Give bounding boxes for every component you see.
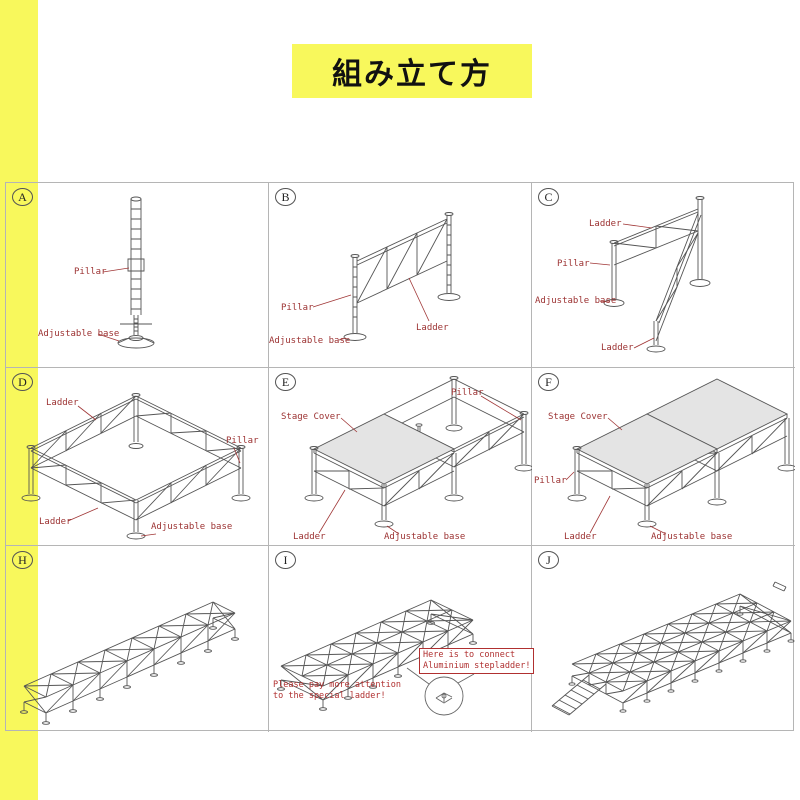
note-line: to the special ladder! [273, 691, 386, 701]
left-accent-stripe [0, 0, 38, 800]
note-connect-stepladder: Here is to connect Aluminium stepladder! [419, 648, 535, 674]
part-label-ladder: Ladder [589, 219, 622, 229]
part-label-adjustable-base: Adjustable base [384, 532, 466, 542]
panel-a: A Pillar Adjustable base [6, 183, 269, 368]
part-label-pillar: Pillar [226, 436, 259, 446]
panel-letter-badge: A [12, 188, 33, 206]
diagram-full-stage-with-stairs [551, 546, 795, 716]
diagram-square-frame [21, 393, 251, 540]
note-line: Please pay more attention [273, 680, 401, 690]
part-label-pillar: Pillar [74, 267, 107, 277]
part-label-adjustable-base: Adjustable base [38, 329, 120, 339]
note-special-ladder: Please pay more attention to the special… [273, 680, 401, 702]
part-label-ladder: Ladder [564, 532, 597, 542]
part-label-adjustable-base: Adjustable base [535, 296, 617, 306]
part-label-ladder: Ladder [46, 398, 79, 408]
panel-letter-badge: F [538, 373, 559, 391]
part-label-adjustable-base: Adjustable base [151, 522, 233, 532]
panel-c: C [532, 183, 795, 368]
panel-letter-badge: E [275, 373, 296, 391]
panel-letter-badge: B [275, 188, 296, 206]
panel-b: B Pillar Adjustable [269, 183, 532, 368]
panel-e: E [269, 368, 532, 546]
panel-letter-badge: I [275, 551, 296, 569]
diagram-two-pillars-ladder [312, 212, 461, 341]
part-label-ladder: Ladder [293, 532, 326, 542]
part-label-pillar: Pillar [534, 476, 567, 486]
diagram-corner-two-ladders [589, 196, 711, 353]
panel-j: J [532, 546, 795, 732]
note-line: Aluminium stepladder! [423, 661, 531, 671]
part-label-stage-cover: Stage Cover [548, 412, 608, 422]
part-label-stage-cover: Stage Cover [281, 412, 341, 422]
diagram-pillar-with-base [97, 196, 155, 349]
part-label-ladder: Ladder [416, 323, 449, 333]
diagram-wide-platform-with-callout [269, 546, 532, 716]
diagram-frame-with-two-covers [565, 378, 795, 535]
part-label-adjustable-base: Adjustable base [651, 532, 733, 542]
part-label-adjustable-base: Adjustable base [269, 336, 351, 346]
diagram-frame-with-one-cover [304, 376, 532, 535]
panel-letter-badge: C [538, 188, 559, 206]
part-label-ladder: Ladder [39, 517, 72, 527]
diagram-long-row-of-modules [6, 546, 269, 725]
panel-f: F [532, 368, 795, 546]
note-line: Here is to connect [423, 650, 516, 660]
assembly-steps-grid: A Pillar Adjustable base B [5, 182, 795, 732]
panel-letter-badge: D [12, 373, 33, 391]
part-label-pillar: Pillar [281, 303, 314, 313]
part-label-ladder: Ladder [601, 343, 634, 353]
part-label-pillar: Pillar [557, 259, 590, 269]
panel-i: I [269, 546, 535, 732]
part-label-pillar: Pillar [451, 388, 484, 398]
page-title: 組み立て方 [292, 44, 532, 98]
panel-letter-badge: H [12, 551, 33, 569]
panel-h: H [6, 546, 269, 732]
panel-letter-badge: J [538, 551, 559, 569]
panel-d: D Ladder P [6, 368, 269, 546]
